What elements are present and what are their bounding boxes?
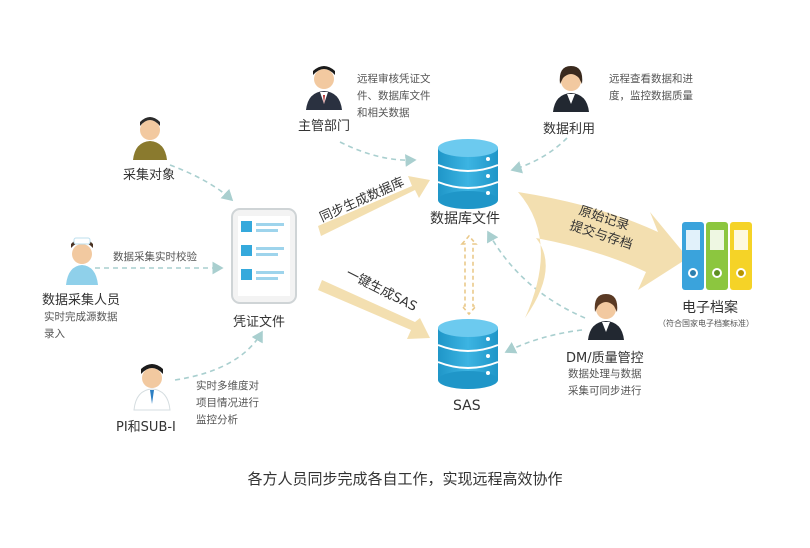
footer-caption: 各方人员同步完成各自工作，实现远程高效协作 xyxy=(247,470,563,488)
dm-person-icon xyxy=(588,294,624,340)
doctor-person-icon xyxy=(133,364,171,411)
arrow-pi-to-pingzheng xyxy=(174,330,263,381)
arrow-zhuguan-to-db xyxy=(339,141,417,167)
pingzheng-label: 凭证文件 xyxy=(233,315,286,330)
database-icon xyxy=(437,139,499,209)
data-user-person-icon xyxy=(553,66,589,112)
shuju-liyong-label: 数据利用 xyxy=(543,122,596,137)
dangan-desc: （符合国家电子档案标准） xyxy=(658,319,754,328)
sas-icon xyxy=(437,319,499,389)
arrow-archive-shape xyxy=(518,192,688,318)
nurse-person-icon xyxy=(66,237,98,285)
shujuku-label: 数据库文件 xyxy=(430,211,500,227)
caiji-duixiang-person-icon xyxy=(133,117,167,160)
arrow-sync-db-shape xyxy=(318,176,430,236)
arrow-caiji-to-pingzheng xyxy=(169,164,234,202)
caiji-renyuan-desc: 实时完成源数据 录入 xyxy=(44,311,118,340)
pingzheng-tablet-icon xyxy=(231,208,297,304)
sas-label: SAS xyxy=(453,398,481,414)
pi-desc: 实时多维度对 项目情况进行 监控分析 xyxy=(196,380,259,426)
dianzi-dangan-label: 电子档案 xyxy=(682,300,738,316)
arrow-liyong-to-db xyxy=(510,137,568,174)
zhuguan-label: 主管部门 xyxy=(298,119,351,134)
arrow-one-click-shape xyxy=(318,280,430,339)
arrow-db-sas-sync xyxy=(460,234,478,316)
caiji-duixiang-label: 采集对象 xyxy=(123,168,176,183)
zhuguan-desc: 远程审核凭证文 件、数据库文件 和相关数据 xyxy=(357,73,431,119)
caiji-renyuan-label: 数据采集人员 xyxy=(42,293,121,308)
arrow-dm-to-sas xyxy=(504,329,583,354)
verify-arrow-label: 数据采集实时校验 xyxy=(113,251,197,263)
pi-sub-label: PI和SUB-I xyxy=(116,420,176,435)
arrow-dm-to-db xyxy=(487,230,586,319)
liyong-desc: 远程查看数据和进 度，监控数据质量 xyxy=(609,73,693,102)
binders-icon xyxy=(682,222,752,290)
dm-label: DM/质量管控 xyxy=(566,351,644,366)
manager-person-icon xyxy=(306,66,342,110)
dm-desc: 数据处理与数据 采集可同步进行 xyxy=(568,368,642,397)
